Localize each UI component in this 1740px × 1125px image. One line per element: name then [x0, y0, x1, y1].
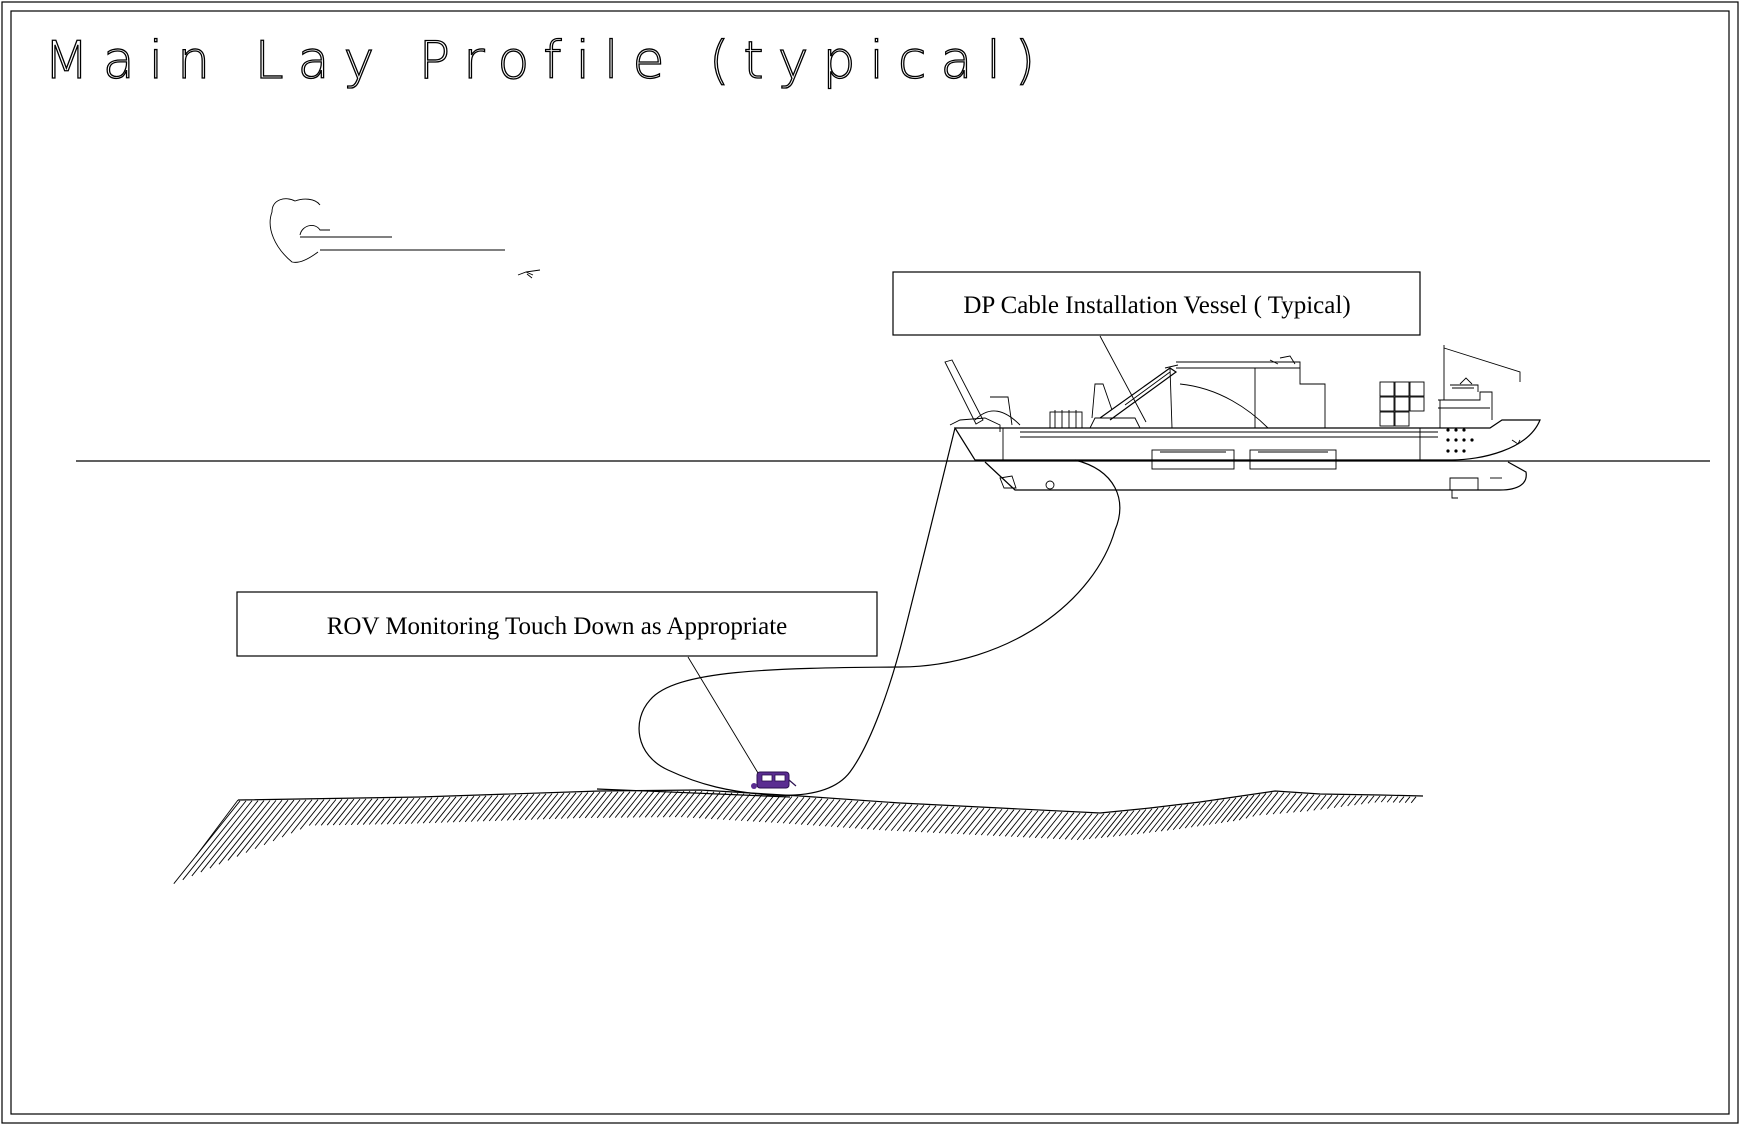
bird-icon: [517, 269, 541, 279]
sun-cloud-icon: [269, 198, 505, 263]
rov-callout-label: ROV Monitoring Touch Down as Appropriate: [327, 613, 788, 640]
drawing-title: Main Lay Profile (typical): [44, 31, 1049, 91]
inner-frame: [10, 10, 1730, 1115]
vessel-callout-label: DP Cable Installation Vessel ( Typical): [963, 292, 1350, 319]
rov-callout: ROV Monitoring Touch Down as Appropriate: [236, 591, 878, 774]
cable-catenary: [596, 427, 1121, 798]
seabed: [173, 789, 1424, 884]
cable-vessel: [944, 345, 1541, 499]
vessel-callout: DP Cable Installation Vessel ( Typical): [892, 271, 1421, 423]
rov-icon: [751, 771, 797, 789]
